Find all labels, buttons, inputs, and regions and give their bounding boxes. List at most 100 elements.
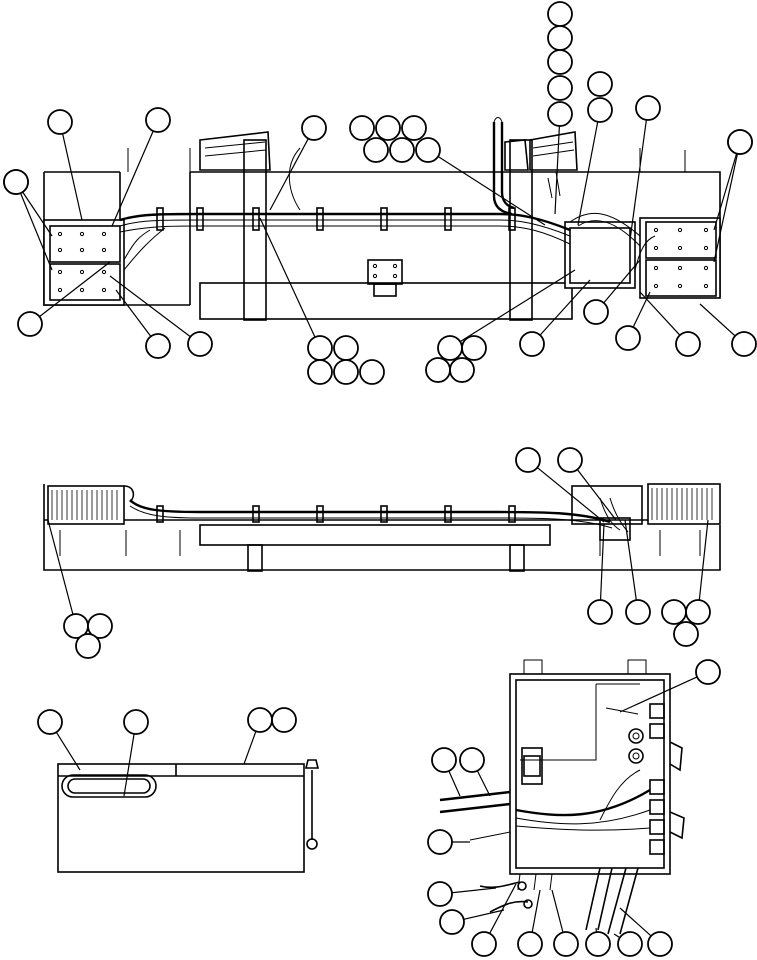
- leader-line: [603, 259, 641, 304]
- harness-clip: [380, 505, 388, 523]
- leader-line: [619, 676, 698, 713]
- callout-balloon: [271, 707, 297, 733]
- callout-balloon: [17, 311, 43, 337]
- leader-line: [476, 770, 491, 797]
- callout-balloon: [547, 25, 573, 51]
- bolt-hole-icon: [79, 269, 85, 275]
- leader-line: [109, 275, 191, 338]
- leader-line: [536, 467, 605, 523]
- leader-line: [619, 907, 652, 937]
- callout-balloon: [247, 707, 273, 733]
- callout-balloons: [3, 1, 757, 957]
- leader-line: [259, 217, 316, 338]
- top-plan-view: [43, 117, 721, 321]
- bolt-hole-icon: [677, 283, 683, 289]
- callout-balloon: [449, 357, 475, 383]
- bolt-hole-icon: [57, 231, 63, 237]
- callout-balloon: [401, 115, 427, 141]
- callout-balloon: [47, 109, 73, 135]
- bolt-hole-icon: [653, 227, 659, 233]
- callout-balloon: [731, 331, 757, 357]
- leader-line: [613, 933, 621, 939]
- leader-line: [19, 192, 53, 271]
- callout-balloon: [461, 335, 487, 361]
- callout-balloon: [547, 101, 573, 127]
- callout-balloon: [515, 447, 541, 473]
- callout-balloon: [87, 613, 113, 639]
- bolt-hole-icon: [653, 245, 659, 251]
- leader-line: [62, 133, 83, 221]
- callout-balloon: [307, 359, 333, 385]
- leader-line: [463, 909, 505, 920]
- callout-balloon: [333, 359, 359, 385]
- bolt-hole-icon: [653, 283, 659, 289]
- leader-line: [531, 889, 541, 933]
- callout-balloon: [647, 931, 673, 957]
- callout-balloon: [547, 75, 573, 101]
- bolt-hole-icon: [101, 247, 107, 253]
- junction-box-detail-view: [439, 659, 685, 935]
- callout-balloon: [587, 599, 613, 625]
- callout-balloon: [415, 137, 441, 163]
- callout-balloon: [583, 299, 609, 325]
- leader-line: [269, 138, 309, 211]
- bolt-hole-icon: [101, 287, 107, 293]
- callout-balloon: [695, 659, 721, 685]
- harness-clip: [156, 505, 164, 523]
- callout-balloon: [547, 49, 573, 75]
- callout-balloon: [459, 747, 485, 773]
- callout-balloon: [187, 331, 213, 357]
- leader-line: [437, 155, 546, 226]
- callout-balloon: [661, 599, 687, 625]
- callout-balloon: [75, 633, 101, 659]
- harness-clip: [156, 207, 164, 231]
- leader-line: [243, 731, 257, 765]
- leader-line: [22, 191, 53, 237]
- callout-balloon: [557, 447, 583, 473]
- side-elevation-view: [43, 483, 721, 572]
- leader-line: [123, 733, 135, 797]
- harness-clip: [252, 207, 260, 231]
- bolt-hole-icon: [101, 269, 107, 275]
- callout-balloon: [363, 137, 389, 163]
- leader-line: [699, 303, 736, 337]
- leader-line: [39, 261, 111, 318]
- harness-clip: [380, 207, 388, 231]
- bolt-hole-icon: [57, 247, 63, 253]
- leader-line: [624, 519, 637, 601]
- callout-balloon: [439, 909, 465, 935]
- callout-balloon: [675, 331, 701, 357]
- callout-balloon: [585, 931, 611, 957]
- leader-line: [629, 119, 647, 241]
- bolt-hole-icon: [703, 245, 709, 251]
- leader-lines: [19, 119, 739, 939]
- leader-line: [451, 887, 497, 894]
- callout-balloon: [727, 129, 753, 155]
- harness-clip: [444, 207, 452, 231]
- bolt-hole-icon: [79, 231, 85, 237]
- callout-balloon: [145, 107, 171, 133]
- bolt-hole-icon: [57, 269, 63, 275]
- leader-line: [713, 153, 738, 231]
- bolt-hole-icon: [79, 287, 85, 293]
- harness-clip: [252, 505, 260, 523]
- callout-balloon: [519, 331, 545, 357]
- harness-clip: [444, 505, 452, 523]
- bolt-hole-icon: [57, 287, 63, 293]
- bolt-hole-icon: [677, 245, 683, 251]
- callout-balloon: [615, 325, 641, 351]
- harness-clip: [316, 505, 324, 523]
- leader-line: [111, 130, 154, 227]
- leader-line: [47, 519, 74, 615]
- harness-clip: [316, 207, 324, 231]
- bolt-hole-icon: [703, 265, 709, 271]
- callout-balloon: [617, 931, 643, 957]
- bolt-hole-icon: [101, 231, 107, 237]
- leader-line: [55, 731, 81, 771]
- bolt-hole-icon: [703, 283, 709, 289]
- callout-balloon: [123, 709, 149, 735]
- tool-box-lid-view: [57, 759, 320, 873]
- leader-line: [459, 269, 576, 343]
- harness-clip: [196, 207, 204, 231]
